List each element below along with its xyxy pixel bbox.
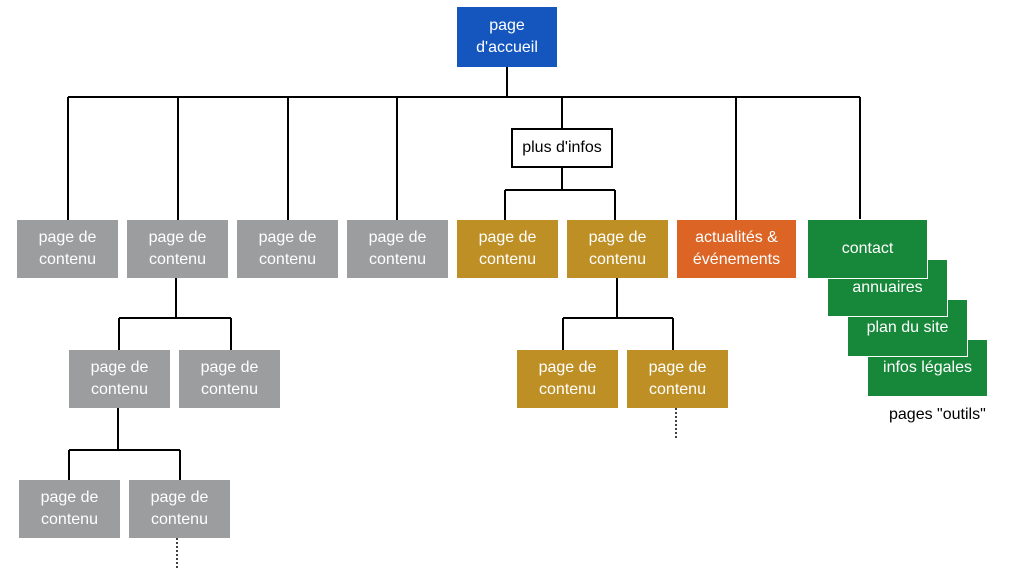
tools-caption: pages "outils" [889, 406, 986, 423]
content-page-node: page de contenu [627, 350, 728, 408]
content-page-node: page de contenu [237, 220, 338, 278]
content-page-node: page de contenu [127, 220, 228, 278]
content-page-node: page de contenu [567, 220, 668, 278]
content-page-node: page de contenu [19, 480, 120, 538]
content-page-node: page de contenu [129, 480, 230, 538]
tool-page-node: contact [807, 219, 928, 279]
content-page-node: page de contenu [17, 220, 118, 278]
home-page-node: page d'accueil [457, 7, 557, 67]
more-info-node: plus d'infos [511, 128, 613, 168]
news-events-node: actualités & événements [677, 220, 796, 278]
content-page-node: page de contenu [347, 220, 448, 278]
content-page-node: page de contenu [457, 220, 558, 278]
content-page-node: page de contenu [517, 350, 618, 408]
content-page-node: page de contenu [69, 350, 170, 408]
content-page-node: page de contenu [179, 350, 280, 408]
